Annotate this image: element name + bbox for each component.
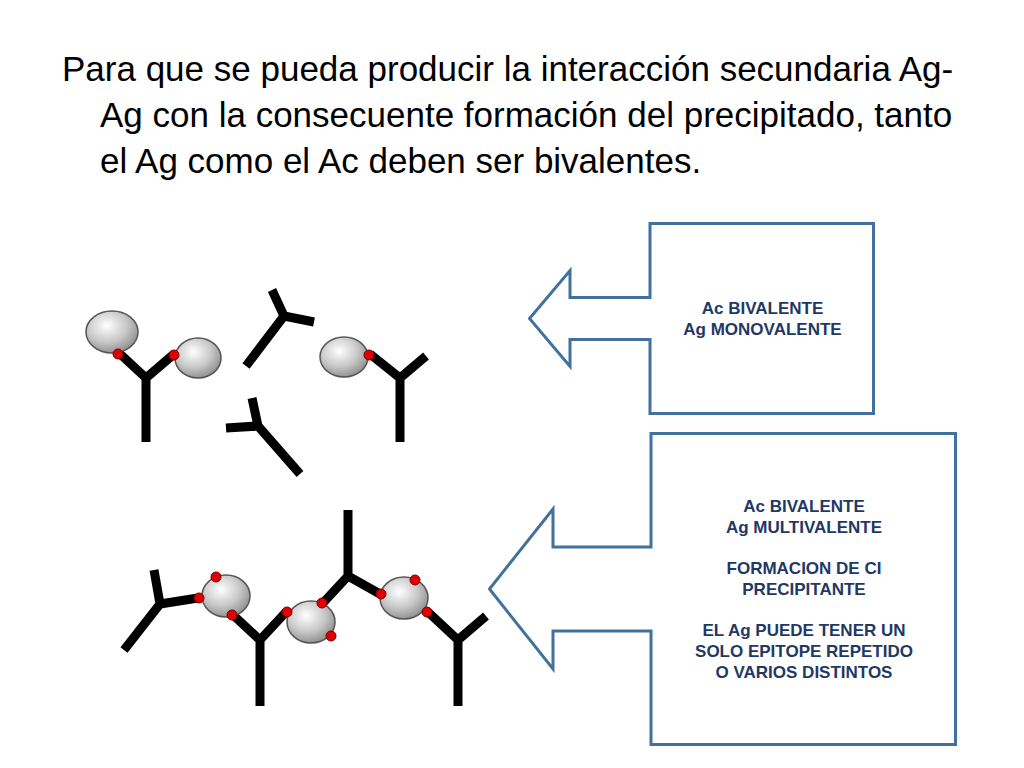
callout-text: EL Ag PUEDE TENER UN SOLO EPITOPE REPETI…	[688, 620, 920, 683]
callout-arrow-box: Ac BIVALENTEAg MULTIVALENTE FORMACION DE …	[488, 432, 957, 746]
callout-text-area: Ac BIVALENTEAg MONOVALENTE	[650, 222, 875, 415]
antibodies-bottom	[124, 510, 486, 706]
callout-shape	[530, 224, 874, 414]
slide-title: Para que se pueda producir la interacció…	[62, 46, 972, 184]
callout-text: Ag MULTIVALENTE	[726, 517, 882, 538]
callout-text: FORMACION DE CI PRECIPITANTE	[688, 558, 920, 600]
callout-outline	[528, 222, 875, 415]
antigens	[86, 311, 428, 643]
antibodies-top	[118, 290, 426, 474]
callout-shape	[490, 434, 956, 745]
callout-arrow-box: Ac BIVALENTEAg MONOVALENTE	[528, 222, 875, 415]
callout-text: Ac BIVALENTE	[743, 496, 865, 517]
callout-text: Ac BIVALENTE	[702, 298, 824, 319]
callout-text: Ag MONOVALENTE	[683, 319, 841, 340]
epitopes	[113, 349, 432, 641]
callout-outline	[488, 432, 957, 746]
callout-text-area: Ac BIVALENTEAg MULTIVALENTE FORMACION DE …	[651, 432, 957, 746]
